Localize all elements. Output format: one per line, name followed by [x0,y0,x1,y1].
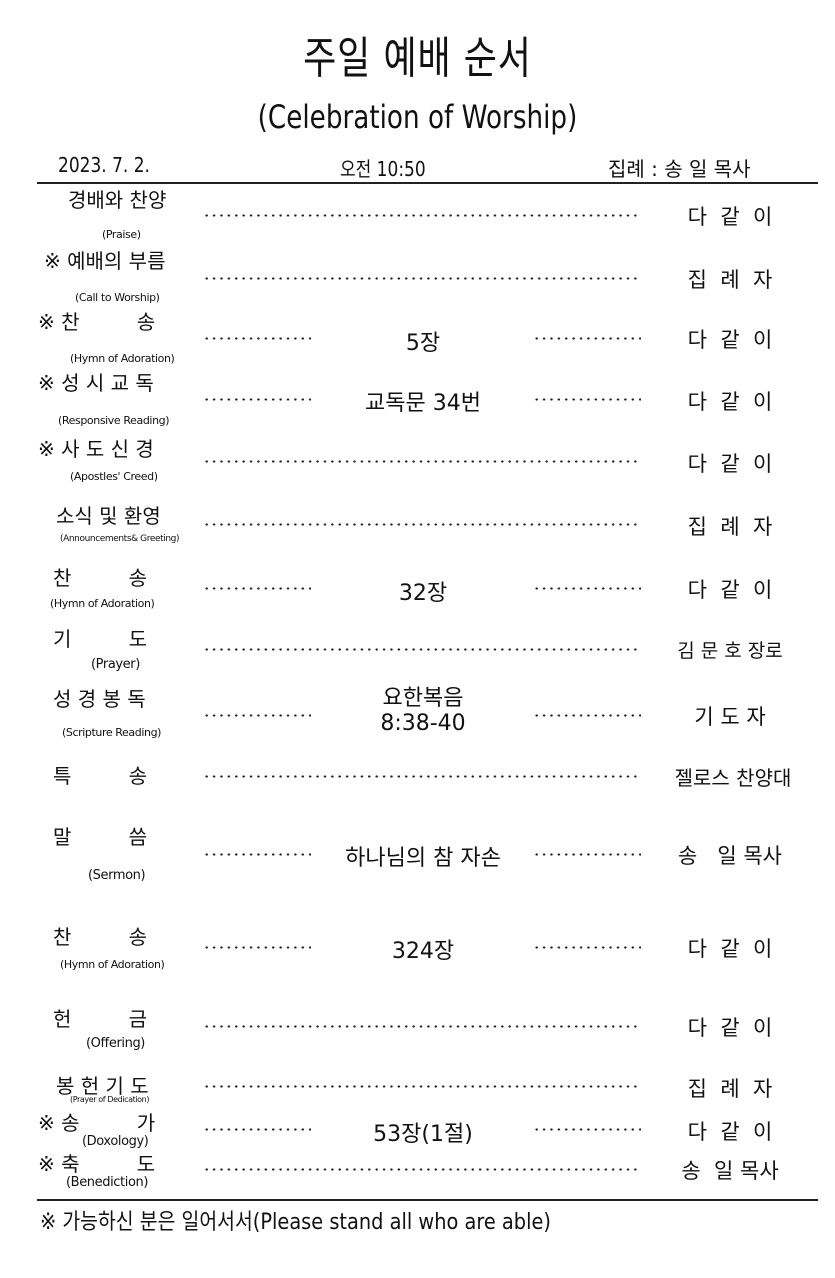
dot-leader [203,775,640,778]
item-title: 헌 금 [53,1007,148,1031]
item-leader: 집 례 자 [687,268,773,292]
dot-leader [203,1128,311,1131]
footer-divider [37,1199,818,1201]
item-english: (Apostles' Creed) [70,470,158,483]
item-english: (Announcements& Greeting) [60,534,180,544]
item-leader: 다 같 이 [687,937,773,961]
item-title: 말 씀 [53,825,148,849]
item-detail-verse: 8:38-40 [380,711,466,736]
dot-leader [533,946,641,949]
item-title: 찬 송 [53,925,148,949]
dot-leader [533,853,641,856]
item-english: (Prayer of Dedication) [70,1095,150,1104]
item-leader: 송 일 목사 [678,844,782,868]
dot-leader [203,1085,640,1088]
dot-leader [203,460,640,463]
dot-leader [203,648,640,651]
item-title: ※ 사 도 신 경 [38,437,154,461]
item-detail: 53장(1절) [373,1122,473,1147]
item-title: ※ 찬 송 [38,310,156,334]
item-title: 찬 송 [53,566,148,590]
dot-leader [533,337,641,340]
item-detail: 324장 [391,939,455,964]
presider: 집례 : 송 일 목사 [608,157,751,181]
item-english: (Call to Worship) [75,291,160,304]
dot-leader [203,398,311,401]
item-title: 특 송 [53,764,148,788]
item-detail: 교독문 34번 [365,391,481,416]
dot-leader [203,277,640,280]
item-detail: 5장 [405,331,441,356]
item-english: (Praise) [102,228,141,241]
dot-leader [533,1128,641,1131]
item-leader: 젤로스 찬양대 [674,766,792,790]
item-leader: 집 례 자 [687,1077,773,1101]
dot-leader [203,946,311,949]
item-leader: 다 같 이 [687,390,773,414]
page-subtitle: (Celebration of Worship) [257,98,578,136]
item-title: 경배와 찬양 [68,188,167,212]
item-leader: 김 문 호 장로 [677,640,783,662]
item-english: (Hymn of Adoration) [60,958,165,971]
item-detail: 32장 [398,581,448,606]
item-leader: 다 같 이 [687,452,773,476]
item-english: (Doxology) [82,1134,149,1149]
standing-note: ※ 가능하신 분은 일어서서(Please stand all who are … [40,1210,551,1235]
page-title: 주일 예배 순서 [303,33,532,84]
dot-leader [203,714,311,717]
item-english: (Offering) [86,1036,145,1051]
dot-leader [203,1025,640,1028]
dot-leader [203,587,311,590]
item-leader: 다 같 이 [687,578,773,602]
item-leader: 송 일 목사 [681,1159,779,1183]
item-leader: 다 같 이 [687,205,773,229]
dot-leader [203,1168,640,1171]
dot-leader [203,523,640,526]
item-title: 봉 헌 기 도 [56,1074,149,1098]
dot-leader [533,587,641,590]
header-divider [37,182,818,184]
item-leader: 다 같 이 [687,1016,773,1040]
item-english: (Sermon) [88,868,146,883]
item-english: (Hymn of Adoration) [70,352,175,365]
item-title: 성 경 봉 독 [53,687,146,711]
item-english: (Hymn of Adoration) [50,597,155,610]
dot-leader [533,714,641,717]
item-leader: 다 같 이 [687,328,773,352]
dot-leader [533,398,641,401]
sermon-title: 하나님의 참 자손 [345,846,501,871]
service-date: 2023. 7. 2. [58,153,150,177]
item-leader: 다 같 이 [687,1120,773,1144]
item-title: ※ 예배의 부름 [44,249,166,273]
dot-leader [203,337,311,340]
item-english: (Prayer) [91,657,140,672]
item-detail: 요한복음 [382,686,464,711]
item-title: ※ 축 도 [38,1152,156,1176]
item-leader: 집 례 자 [687,515,773,539]
item-english: (Scripture Reading) [62,726,162,739]
item-title: ※ 송 가 [38,1111,156,1135]
item-title: 소식 및 환영 [56,504,161,528]
dot-leader [203,853,311,856]
dot-leader [203,214,640,217]
item-title: 기 도 [53,627,148,651]
item-title: ※ 성 시 교 독 [38,371,154,395]
item-leader: 기 도 자 [694,705,766,729]
service-time: 오전 10:50 [340,157,426,181]
item-english: (Responsive Reading) [58,414,170,427]
item-english: (Benediction) [66,1175,149,1190]
